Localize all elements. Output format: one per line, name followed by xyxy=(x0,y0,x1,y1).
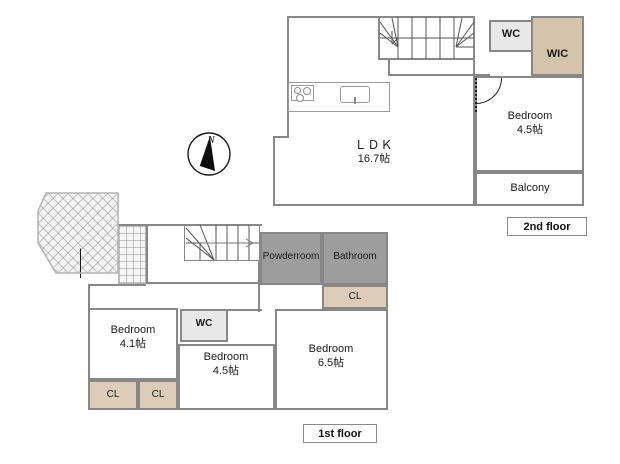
label-balcony: Balcony xyxy=(487,182,573,196)
label-bedroom-4-5-1f-line2: 4.5帖 xyxy=(212,364,240,377)
label-bedroom-4-5-1f: Bedroom 4.5帖 xyxy=(180,351,272,379)
label-powderroom: Powderroom xyxy=(258,251,324,264)
wall-1f-top-right xyxy=(260,232,388,234)
wall-ldk-left-step xyxy=(273,136,289,138)
label-wc-2f: WC xyxy=(489,28,533,42)
stove-burner-3 xyxy=(296,94,304,102)
label-bedroom-2f-line2: 4.5帖 xyxy=(516,123,544,136)
room-bedroom-4-5-1f xyxy=(178,344,275,410)
label-bedroom-6-5-line1: Bedroom xyxy=(308,343,354,355)
label-balcony-text: Balcony xyxy=(510,182,550,194)
label-bedroom-2f-line1: Bedroom xyxy=(507,110,553,122)
room-bathroom xyxy=(322,232,388,285)
closet-bathroom xyxy=(322,285,388,309)
caption-second-floor: 2nd floor xyxy=(507,217,587,236)
stove-burner-2 xyxy=(303,87,311,95)
label-bedroom-2f: Bedroom 4.5帖 xyxy=(487,110,573,138)
room-bedroom-4-1 xyxy=(88,308,178,380)
north-arrow: N xyxy=(187,132,231,176)
sink-faucet xyxy=(354,97,356,104)
label-bedroom-4-1: Bedroom 4.1帖 xyxy=(90,324,176,352)
wall-1f-corridor-bottom xyxy=(228,309,262,311)
staircase-2f xyxy=(378,16,475,60)
label-closet-left-2-text: CL xyxy=(151,389,165,400)
staircase-1f xyxy=(184,224,260,261)
label-ldk-line1: ＬＤＫ xyxy=(354,138,394,152)
ldk-merge-patch-2 xyxy=(275,138,473,150)
label-ldk: ＬＤＫ 16.7帖 xyxy=(337,138,411,167)
caption-second-floor-text: 2nd floor xyxy=(523,221,571,233)
label-closet-bathroom-text: CL xyxy=(348,291,362,302)
room-bedroom-6-5 xyxy=(275,309,388,410)
room-wic xyxy=(531,16,584,76)
label-wc-2f-text: WC xyxy=(501,28,521,40)
room-balcony xyxy=(475,172,584,206)
label-closet-left-1-text: CL xyxy=(106,389,120,400)
wall-1f-left-outer xyxy=(88,284,90,410)
wall-2f-hall-bottom xyxy=(388,74,490,76)
label-wic-text: WIC xyxy=(546,48,569,60)
room-hall-tile xyxy=(118,224,146,284)
label-bedroom-4-1-line2: 4.1帖 xyxy=(119,337,147,350)
wall-2f-hall-left xyxy=(388,58,390,76)
label-bedroom-4-1-line1: Bedroom xyxy=(110,324,156,336)
room-wc-1f xyxy=(180,309,228,342)
label-wc-1f-text: WC xyxy=(195,318,213,329)
caption-first-floor-text: 1st floor xyxy=(318,428,362,440)
wall-1f-right-outer xyxy=(386,232,388,410)
label-bedroom-6-5-line2: 6.5帖 xyxy=(317,356,345,369)
stove-burner-1 xyxy=(294,87,301,94)
label-closet-bathroom: CL xyxy=(322,291,388,304)
room-powderroom xyxy=(260,232,322,285)
wall-1f-top xyxy=(118,224,262,226)
wall-1f-left-upper xyxy=(88,284,146,286)
caption-first-floor: 1st floor xyxy=(303,424,377,443)
label-wic: WIC xyxy=(531,48,584,62)
label-bedroom-6-5: Bedroom 6.5帖 xyxy=(278,343,384,371)
label-ldk-line2: 16.7帖 xyxy=(357,153,391,165)
svg-text:N: N xyxy=(206,134,215,146)
label-bathroom-text: Bathroom xyxy=(333,251,377,262)
label-closet-left-1: CL xyxy=(88,389,138,402)
label-bathroom: Bathroom xyxy=(322,251,388,264)
wall-1f-corridor-right xyxy=(258,284,260,312)
label-bedroom-4-5-1f-line1: Bedroom xyxy=(203,351,249,363)
label-closet-left-2: CL xyxy=(138,389,178,402)
wall-1f-bottom-outer xyxy=(88,408,388,410)
label-powderroom-text: Powderroom xyxy=(262,251,320,262)
label-wc-1f: WC xyxy=(180,318,228,331)
